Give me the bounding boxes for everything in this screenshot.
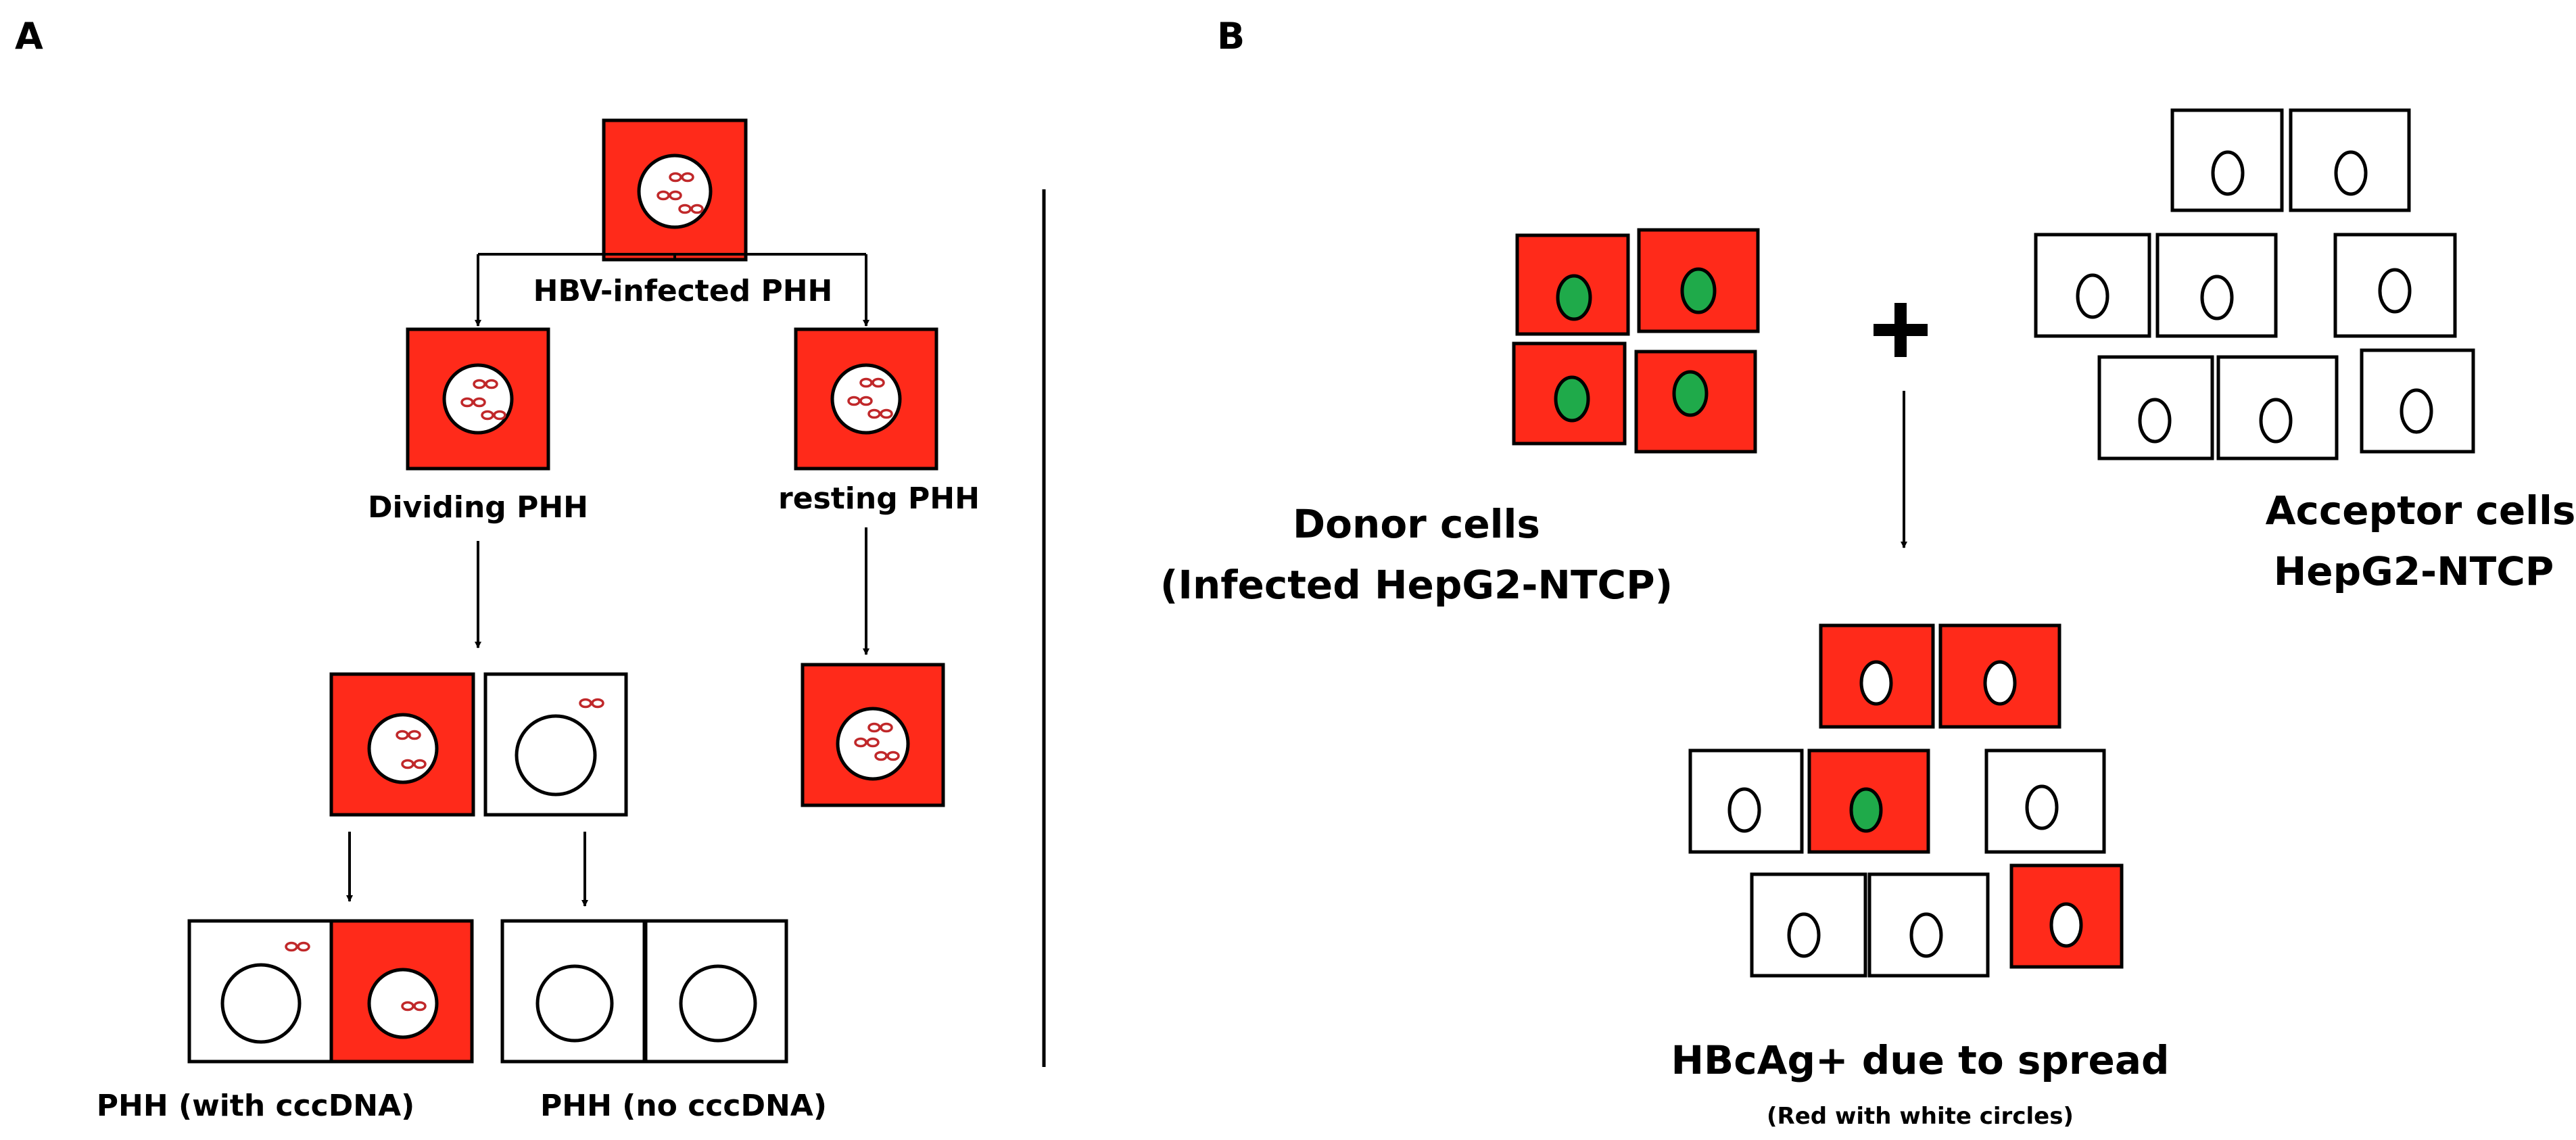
panel-b-letter: B (1217, 15, 1245, 57)
cell-resting-phh (794, 327, 938, 471)
acceptor-cells (2034, 108, 2475, 460)
label-acceptor-title: Acceptor cells (2266, 488, 2576, 533)
label-acceptor-sub: HepG2-NTCP (2274, 548, 2554, 594)
label-dividing-phh: Dividing PHH (368, 490, 588, 525)
label-phh-with-cccdna: PHH (with cccDNA) (97, 1089, 415, 1123)
donor-cells (1512, 228, 1760, 454)
cell-resting-persistent (801, 663, 945, 807)
cell-daughter-infected (329, 672, 475, 817)
cell-dividing-phh (406, 327, 550, 471)
plus-icon (1874, 303, 1928, 357)
cell-final-with-cccdna-red (329, 919, 474, 1064)
branch-arrows (475, 253, 869, 327)
label-phh-no-cccdna: PHH (no cccDNA) (540, 1089, 827, 1123)
cell-final-with-cccdna-white (187, 919, 333, 1064)
label-result-sub: (Red with white circles) (1767, 1103, 2074, 1130)
label-hbv-infected-phh: HBV-infected PHH (533, 274, 833, 308)
label-donor-title: Donor cells (1293, 501, 1540, 547)
down-arrows-mid (475, 527, 869, 655)
cell-final-no-cccdna-1 (500, 919, 646, 1064)
panel-a: A HBV-infected PHH Dividing PHH (15, 15, 980, 1123)
cell-hbv-infected (602, 118, 748, 262)
panel-b: B Donor cells (Infected HepG2-NTCP) (1160, 15, 2576, 1130)
label-resting-phh: resting PHH (778, 481, 980, 516)
label-result-title: HBcAg+ due to spread (1671, 1037, 2169, 1083)
cell-final-no-cccdna-2 (644, 919, 788, 1064)
result-cells (1688, 623, 2124, 978)
down-arrows-bottom (346, 832, 588, 907)
label-donor-sub: (Infected HepG2-NTCP) (1160, 562, 1673, 608)
cell-daughter-uninfected (483, 672, 628, 817)
panel-a-letter: A (15, 15, 43, 57)
